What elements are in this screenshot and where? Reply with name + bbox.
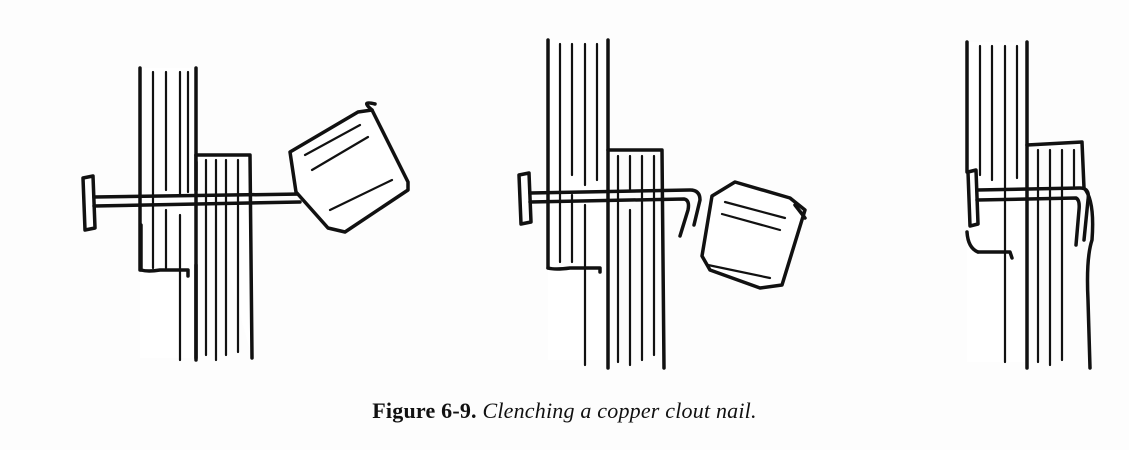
vertical-plank — [138, 66, 198, 362]
clout-nail — [81, 174, 304, 232]
clout-nail — [517, 171, 702, 238]
lapped-plank — [139, 153, 254, 362]
vertical-plank — [546, 38, 610, 370]
clout-nail — [966, 168, 1091, 247]
stage-3-nail-clenched — [965, 40, 1095, 370]
lapped-plank — [546, 148, 666, 370]
dolly-block — [288, 101, 410, 234]
figure-caption: Figure 6-9. Clenching a copper clout nai… — [0, 398, 1129, 424]
stage-2-nail-bent — [517, 38, 807, 370]
stage-1-nail-driven — [81, 66, 410, 362]
figure-label: Figure 6-9. — [372, 398, 477, 423]
dolly-block — [700, 180, 807, 290]
figure-caption-text: Clenching a copper clout nail. — [482, 398, 757, 423]
